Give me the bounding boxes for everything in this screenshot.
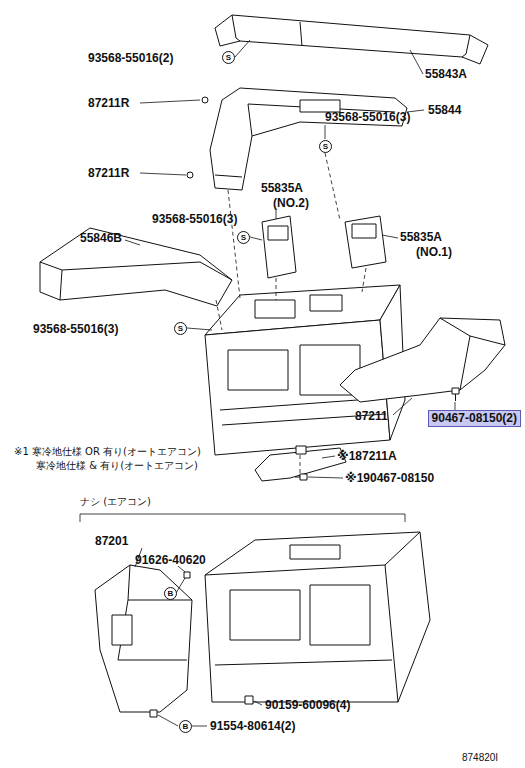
- part-number: ※190467-08150: [345, 471, 434, 485]
- node-text: B: [168, 589, 174, 598]
- part-number: 55835A: [400, 230, 442, 244]
- leader-lines: [80, 40, 455, 726]
- part-number: 55846B: [80, 231, 122, 245]
- clip-87211r: [187, 172, 193, 178]
- diagram-code: 874820I: [462, 752, 498, 764]
- group-bracket-label: ナシ (エアコン): [80, 496, 151, 508]
- callout-symbol: S: [174, 322, 187, 335]
- part-number: 91554-80614(2): [210, 719, 295, 733]
- part-number: 93568-55016(3): [325, 110, 410, 124]
- part-number: 91626-40620: [135, 553, 206, 567]
- node-text: 90467-08150(2): [432, 411, 517, 425]
- duct-55846b: [40, 228, 232, 306]
- duct-55835a-no2: [262, 216, 296, 278]
- part-number: 87211: [355, 409, 388, 423]
- screw-91626: [184, 572, 190, 578]
- condition-note: 寒冷地仕様 & 有り(オートエアコン): [36, 460, 198, 472]
- part-number: 55843A: [425, 67, 467, 81]
- duct-87211: [340, 318, 505, 402]
- node-text: S: [226, 53, 231, 62]
- node-text: S: [178, 324, 183, 333]
- highlighted-part-number: 90467-08150(2): [428, 410, 521, 427]
- node-text: B: [183, 722, 189, 731]
- node-text: S: [241, 233, 246, 242]
- screw-90467: [295, 474, 307, 480]
- part-number: 55835A: [261, 181, 303, 195]
- blower-case-87201: [95, 565, 192, 712]
- part-number: 87211R: [88, 166, 129, 180]
- duct-55835a-no1: [345, 216, 386, 268]
- part-number: 93568-55016(3): [152, 212, 237, 226]
- part-number: 93568-55016(3): [33, 322, 118, 336]
- screw-90159: [245, 696, 253, 704]
- screw-90467: [452, 388, 459, 401]
- part-number: 87211R: [88, 96, 129, 110]
- clip-87211r: [202, 97, 208, 103]
- node-text: S: [323, 142, 328, 151]
- callout-symbol: S: [237, 231, 250, 244]
- condition-note: ※1 寒冷地仕様 OR 有り(オートエアコン): [14, 446, 201, 458]
- dashed-assembly-lines: [216, 153, 366, 474]
- heater-unit-lower: [205, 532, 430, 702]
- screw-91554: [150, 710, 157, 717]
- part-number: ※187211A: [337, 449, 397, 463]
- part-number: 55844: [428, 103, 461, 117]
- part-number: 90159-60096(4): [265, 698, 350, 712]
- part-number: 93568-55016(2): [88, 51, 173, 65]
- duct-55844: [210, 88, 407, 190]
- part-number: 87201: [95, 534, 128, 548]
- callout-symbol: B: [164, 587, 177, 600]
- callout-symbol: S: [319, 140, 332, 153]
- callout-symbol: S: [222, 51, 235, 64]
- callout-symbol: B: [179, 720, 192, 733]
- part-variant: (NO.1): [416, 245, 452, 259]
- duct-55843a: [215, 15, 488, 64]
- part-variant: (NO.2): [273, 196, 309, 210]
